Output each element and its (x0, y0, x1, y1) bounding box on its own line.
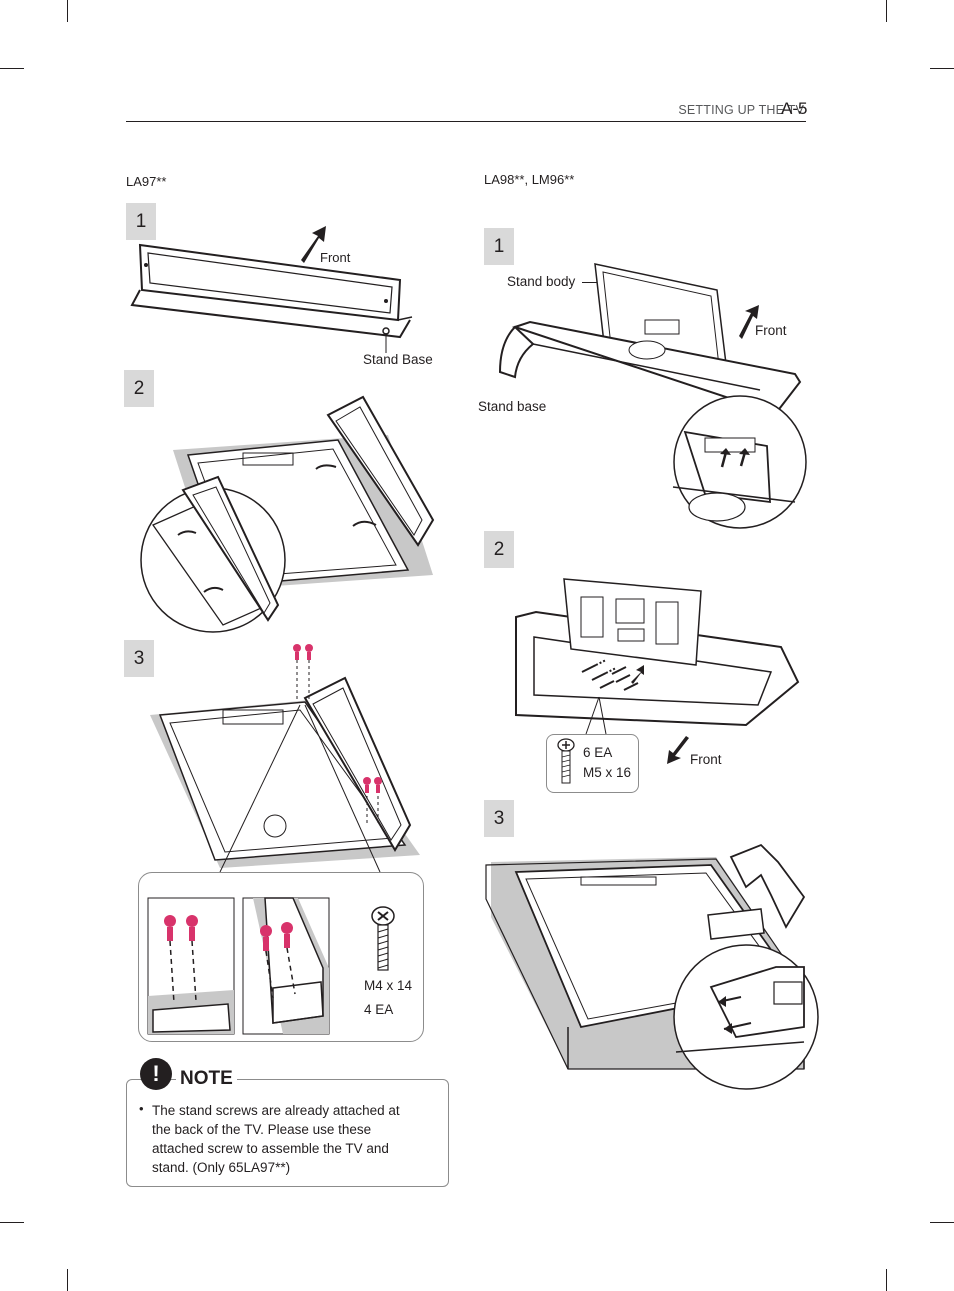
right-step-2: 2 (484, 531, 514, 568)
left-step-1: 1 (126, 203, 156, 240)
note-box (126, 1079, 449, 1187)
screw-count-label: 4 EA (364, 1002, 394, 1017)
step2-tv-back-illustration (140, 395, 435, 633)
front-label: Front (320, 250, 351, 265)
crop-mark (930, 1222, 954, 1223)
front-arrow-icon (739, 305, 759, 339)
screw-detail-panel-1 (147, 897, 235, 1035)
crop-mark (0, 68, 24, 69)
crop-mark (67, 0, 68, 22)
crop-mark (67, 1269, 68, 1291)
note-title: NOTE (176, 1068, 237, 1090)
screw-count-label-right: 6 EA (583, 745, 613, 760)
right-step-3: 3 (484, 800, 514, 837)
stand-body-base-illustration (498, 263, 807, 529)
stand-body-label: Stand body (507, 274, 576, 289)
screw-detail-box (138, 872, 424, 1042)
front-label-2: Front (690, 752, 722, 767)
left-model-label: LA97** (126, 174, 167, 189)
stand-base-label-right: Stand base (478, 399, 547, 414)
left-step-2: 2 (124, 370, 154, 407)
screw-spec-label-right: M5 x 16 (583, 765, 632, 780)
note-text: The stand screws are already attached at… (152, 1103, 400, 1175)
front-label-1: Front (755, 323, 787, 338)
screw-spec-box (546, 734, 639, 793)
left-step-3: 3 (124, 640, 154, 677)
note-bullet: • (139, 1101, 144, 1116)
screw-detail-panel-2 (242, 897, 330, 1035)
header-rule (126, 121, 806, 122)
right-model-label: LA98**, LM96** (484, 172, 575, 187)
step2-stand-plate-illustration (515, 578, 800, 735)
step3-tv-back-illustration (150, 644, 420, 873)
right-step-1: 1 (484, 228, 514, 265)
exclamation-icon: ! (140, 1058, 172, 1090)
front-arrow-icon (301, 226, 326, 263)
page-number: A-5 (781, 99, 808, 118)
leader-line (582, 282, 597, 283)
screw-icon (371, 906, 395, 971)
stand-base-label: Stand Base (363, 352, 433, 367)
screw-spec-label: M4 x 14 (364, 978, 413, 993)
screw-icon (557, 738, 575, 784)
step3-tv-stand-illustration (485, 843, 819, 1090)
stand-base-illustration (130, 243, 413, 353)
crop-mark (0, 1222, 24, 1223)
section-title: SETTING UP THE TV (678, 103, 804, 117)
crop-mark (886, 1269, 887, 1291)
crop-mark (886, 0, 887, 22)
front-arrow-icon (667, 736, 689, 764)
crop-mark (930, 68, 954, 69)
